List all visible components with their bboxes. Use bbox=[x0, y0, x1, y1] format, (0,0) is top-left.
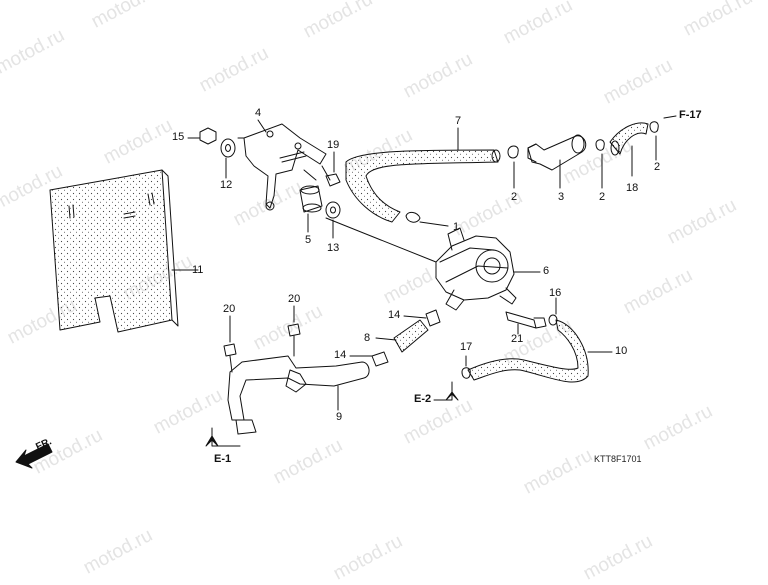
part-label: 20 bbox=[223, 303, 236, 315]
reference-e1-arrow bbox=[205, 427, 241, 447]
clamp-part-14 bbox=[349, 351, 389, 367]
part-label: 16 bbox=[549, 287, 562, 299]
foam-pad-part-11 bbox=[49, 169, 199, 333]
part-label: 11 bbox=[192, 264, 204, 276]
part-label: 7 bbox=[455, 115, 462, 127]
clip-part-2 bbox=[507, 145, 519, 189]
washer-part-12 bbox=[220, 137, 245, 179]
diagram-code: KTT8F1701 bbox=[594, 454, 642, 464]
bolt-part-19 bbox=[321, 151, 341, 187]
hose-part-18 bbox=[609, 122, 649, 177]
part-label: 1 bbox=[453, 221, 460, 233]
reference-f17-label: F-17 bbox=[679, 109, 702, 121]
part-label: 4 bbox=[255, 107, 262, 119]
hose-part-7 bbox=[345, 127, 501, 223]
part-label: 3 bbox=[558, 191, 565, 203]
part-label: 19 bbox=[327, 139, 340, 151]
clip-part-2 bbox=[595, 139, 605, 189]
bracket-part-4 bbox=[243, 119, 327, 211]
part-label: 15 bbox=[172, 131, 185, 143]
bolt-part-20 bbox=[287, 305, 301, 357]
part-label: 10 bbox=[615, 345, 628, 357]
part-label: 13 bbox=[327, 242, 340, 254]
part-label: 17 bbox=[460, 341, 473, 353]
bolt-part-20 bbox=[223, 315, 237, 373]
part-label: 2 bbox=[599, 191, 606, 203]
part-label: 21 bbox=[511, 333, 524, 345]
clip-part-2 bbox=[649, 121, 659, 161]
part-label: 2 bbox=[511, 191, 518, 203]
reference-f17-arrow bbox=[663, 115, 677, 119]
bolt-part-21 bbox=[505, 311, 547, 335]
part-label: 12 bbox=[220, 179, 233, 191]
part-label: 20 bbox=[288, 293, 301, 305]
reference-e2-arrow bbox=[433, 381, 459, 401]
part-label: 6 bbox=[543, 265, 550, 277]
reference-e1-label: E-1 bbox=[214, 453, 232, 465]
part-label: 5 bbox=[305, 234, 312, 246]
grommet-part-5 bbox=[299, 185, 323, 233]
clip-part-1 bbox=[405, 211, 449, 227]
reference-e2-label: E-2 bbox=[414, 393, 432, 405]
clamp-part-14 bbox=[403, 309, 441, 327]
part-label: 14 bbox=[334, 349, 347, 361]
part-label: 18 bbox=[626, 182, 639, 194]
clip-part-17 bbox=[461, 355, 471, 379]
air-pump-part-6 bbox=[435, 227, 541, 311]
hose-part-8 bbox=[375, 319, 429, 353]
part-label: 2 bbox=[654, 161, 661, 173]
pipe-part-9 bbox=[227, 355, 370, 435]
filter-part-3 bbox=[527, 134, 587, 189]
front-arrow-icon bbox=[15, 443, 53, 469]
hose-part-10 bbox=[467, 319, 613, 383]
collar-part-13 bbox=[325, 201, 437, 263]
part-label: 8 bbox=[364, 332, 371, 344]
part-label: 14 bbox=[388, 309, 401, 321]
part-label: 9 bbox=[336, 411, 343, 423]
nut-part-15 bbox=[187, 127, 217, 145]
